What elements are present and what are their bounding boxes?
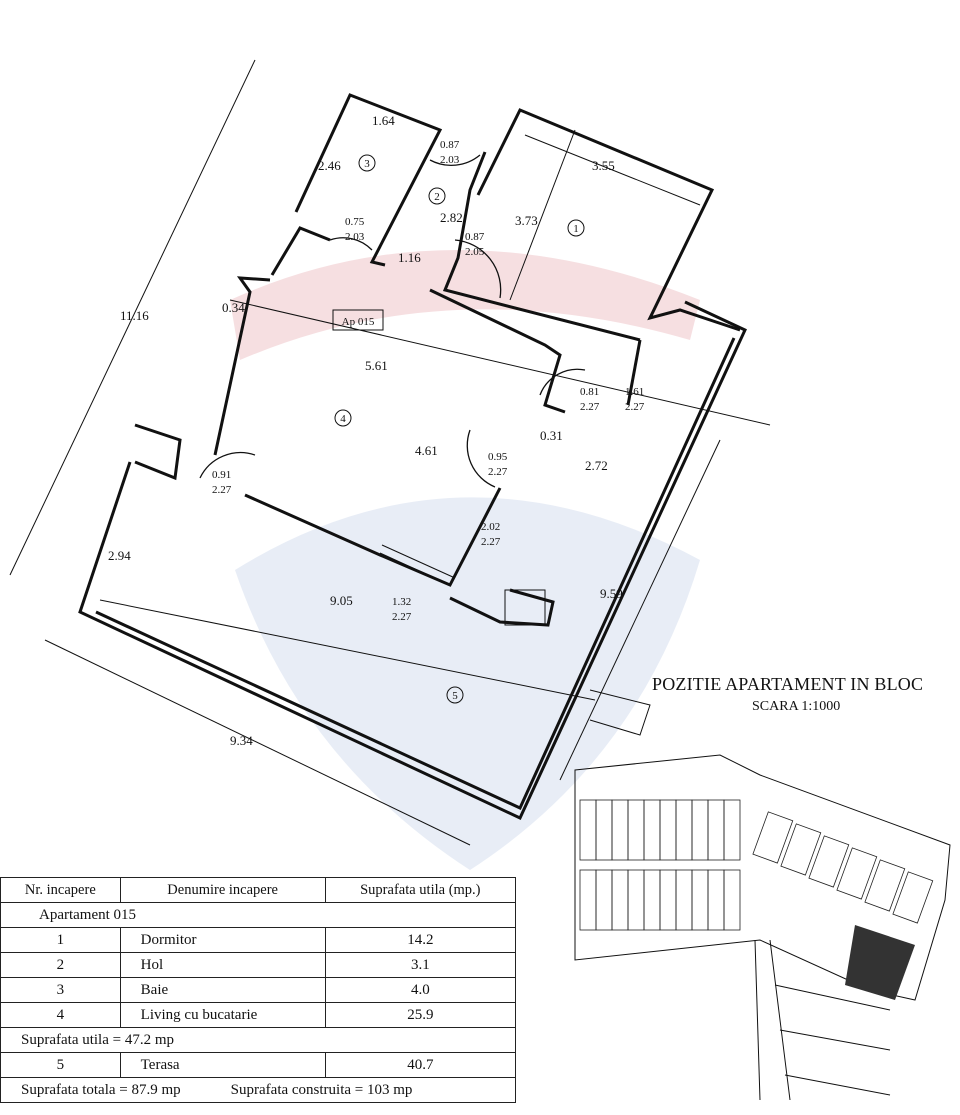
header-nr: Nr. incapere	[0, 877, 121, 903]
totals-row: Suprafata totala = 87.9 mp Suprafata cons…	[0, 1077, 516, 1103]
svg-text:2.03: 2.03	[440, 154, 460, 166]
svg-text:2.27: 2.27	[625, 401, 645, 413]
svg-text:0.34: 0.34	[222, 300, 245, 315]
svg-text:5.61: 5.61	[365, 358, 388, 373]
mini-map-unit	[752, 811, 794, 864]
svg-text:0.87: 0.87	[440, 139, 460, 151]
usable-area-subtotal: Suprafata utila = 47.2 mp	[0, 1027, 516, 1053]
room-marker-5: 5	[446, 686, 464, 704]
mini-map-unit	[707, 799, 725, 861]
svg-text:2.27: 2.27	[488, 466, 508, 478]
svg-text:2.46: 2.46	[318, 158, 341, 173]
mini-map-unit	[864, 859, 906, 912]
svg-text:2.27: 2.27	[481, 536, 501, 548]
mini-map-unit	[675, 799, 693, 861]
header-area: Suprafata utila (mp.)	[324, 877, 517, 903]
svg-text:2.82: 2.82	[440, 210, 463, 225]
svg-text:2.03: 2.03	[345, 231, 365, 243]
svg-text:2.72: 2.72	[585, 458, 608, 473]
room-marker-3: 3	[358, 154, 376, 172]
mini-map-unit	[627, 799, 645, 861]
mini-map-unit	[723, 799, 741, 861]
svg-text:0.31: 0.31	[540, 428, 563, 443]
built-area: Suprafata construita = 103 mp	[230, 1081, 413, 1098]
location-title: POZITIE APARTAMENT IN BLOC	[652, 674, 924, 694]
mini-map-unit	[627, 869, 645, 931]
svg-text:1.61: 1.61	[625, 386, 644, 398]
mini-map-unit	[836, 847, 878, 900]
dimension-lines	[9, 59, 771, 846]
svg-text:0.81: 0.81	[580, 386, 599, 398]
svg-text:4: 4	[340, 413, 346, 425]
svg-text:1.16: 1.16	[398, 250, 421, 265]
svg-text:0.75: 0.75	[345, 216, 365, 228]
apartment-position-highlight	[845, 925, 915, 1000]
table-header: Nr. incapere Denumire incapere Suprafata…	[0, 877, 517, 903]
svg-text:0.87: 0.87	[465, 231, 485, 243]
svg-text:2.94: 2.94	[108, 548, 131, 563]
dimension-labels: 1.64 2.46 0.87 2.03 2.82 3.73 3.55 0.75 …	[108, 113, 645, 748]
mini-map-unit	[707, 869, 725, 931]
block-location-map	[574, 689, 951, 1101]
svg-text:2.05: 2.05	[465, 246, 485, 258]
room-marker-1: 1	[567, 219, 585, 237]
room-markers: 1 2 3 4 5	[334, 154, 585, 704]
mini-map-unit	[611, 869, 629, 931]
mini-map-unit	[643, 869, 661, 931]
svg-text:Ap 015: Ap 015	[342, 316, 375, 328]
svg-text:2: 2	[434, 191, 440, 203]
mini-map-unit	[691, 799, 709, 861]
mini-map-unit	[579, 799, 597, 861]
mini-map-unit	[808, 835, 850, 888]
room-marker-2: 2	[428, 187, 446, 205]
svg-text:1: 1	[573, 223, 579, 235]
mini-map-unit	[579, 869, 597, 931]
svg-text:9.05: 9.05	[330, 593, 353, 608]
mini-map-unit	[723, 869, 741, 931]
svg-text:3.55: 3.55	[592, 158, 615, 173]
mini-map-unit	[691, 869, 709, 931]
svg-text:2.27: 2.27	[212, 484, 232, 496]
svg-text:4.61: 4.61	[415, 443, 438, 458]
svg-text:0.95: 0.95	[488, 451, 508, 463]
svg-text:9.59: 9.59	[600, 586, 623, 601]
svg-text:2.02: 2.02	[481, 521, 500, 533]
apartment-group: Apartament 015	[0, 902, 516, 928]
apartment-label: Ap 015	[332, 309, 384, 331]
room-area-table: Nr. incapere Denumire incapere Suprafata…	[0, 877, 517, 1103]
svg-text:1.32: 1.32	[392, 596, 411, 608]
mini-map-unit	[780, 823, 822, 876]
mini-map-unit	[611, 799, 629, 861]
mini-map-unit	[659, 869, 677, 931]
header-name: Denumire incapere	[119, 877, 326, 903]
room-marker-4: 4	[334, 409, 352, 427]
svg-text:5: 5	[452, 690, 458, 702]
svg-text:2.27: 2.27	[392, 611, 412, 623]
mini-map-unit	[595, 869, 613, 931]
svg-text:0.91: 0.91	[212, 469, 231, 481]
mini-map-unit	[643, 799, 661, 861]
svg-text:3.73: 3.73	[515, 213, 538, 228]
remax-watermark	[230, 250, 700, 870]
mini-map-unit	[675, 869, 693, 931]
mini-map-unit	[595, 799, 613, 861]
svg-text:2.27: 2.27	[580, 401, 600, 413]
svg-text:3: 3	[364, 158, 370, 170]
door-swings	[199, 154, 586, 488]
location-scale: SCARA 1:1000	[752, 699, 841, 714]
svg-text:9.34: 9.34	[230, 733, 253, 748]
svg-text:1.64: 1.64	[372, 113, 395, 128]
svg-text:11.16: 11.16	[120, 308, 149, 323]
mini-map-unit	[659, 799, 677, 861]
walls	[78, 93, 747, 820]
mini-map-unit	[892, 871, 934, 924]
total-area: Suprafata totala = 87.9 mp	[21, 1081, 181, 1098]
